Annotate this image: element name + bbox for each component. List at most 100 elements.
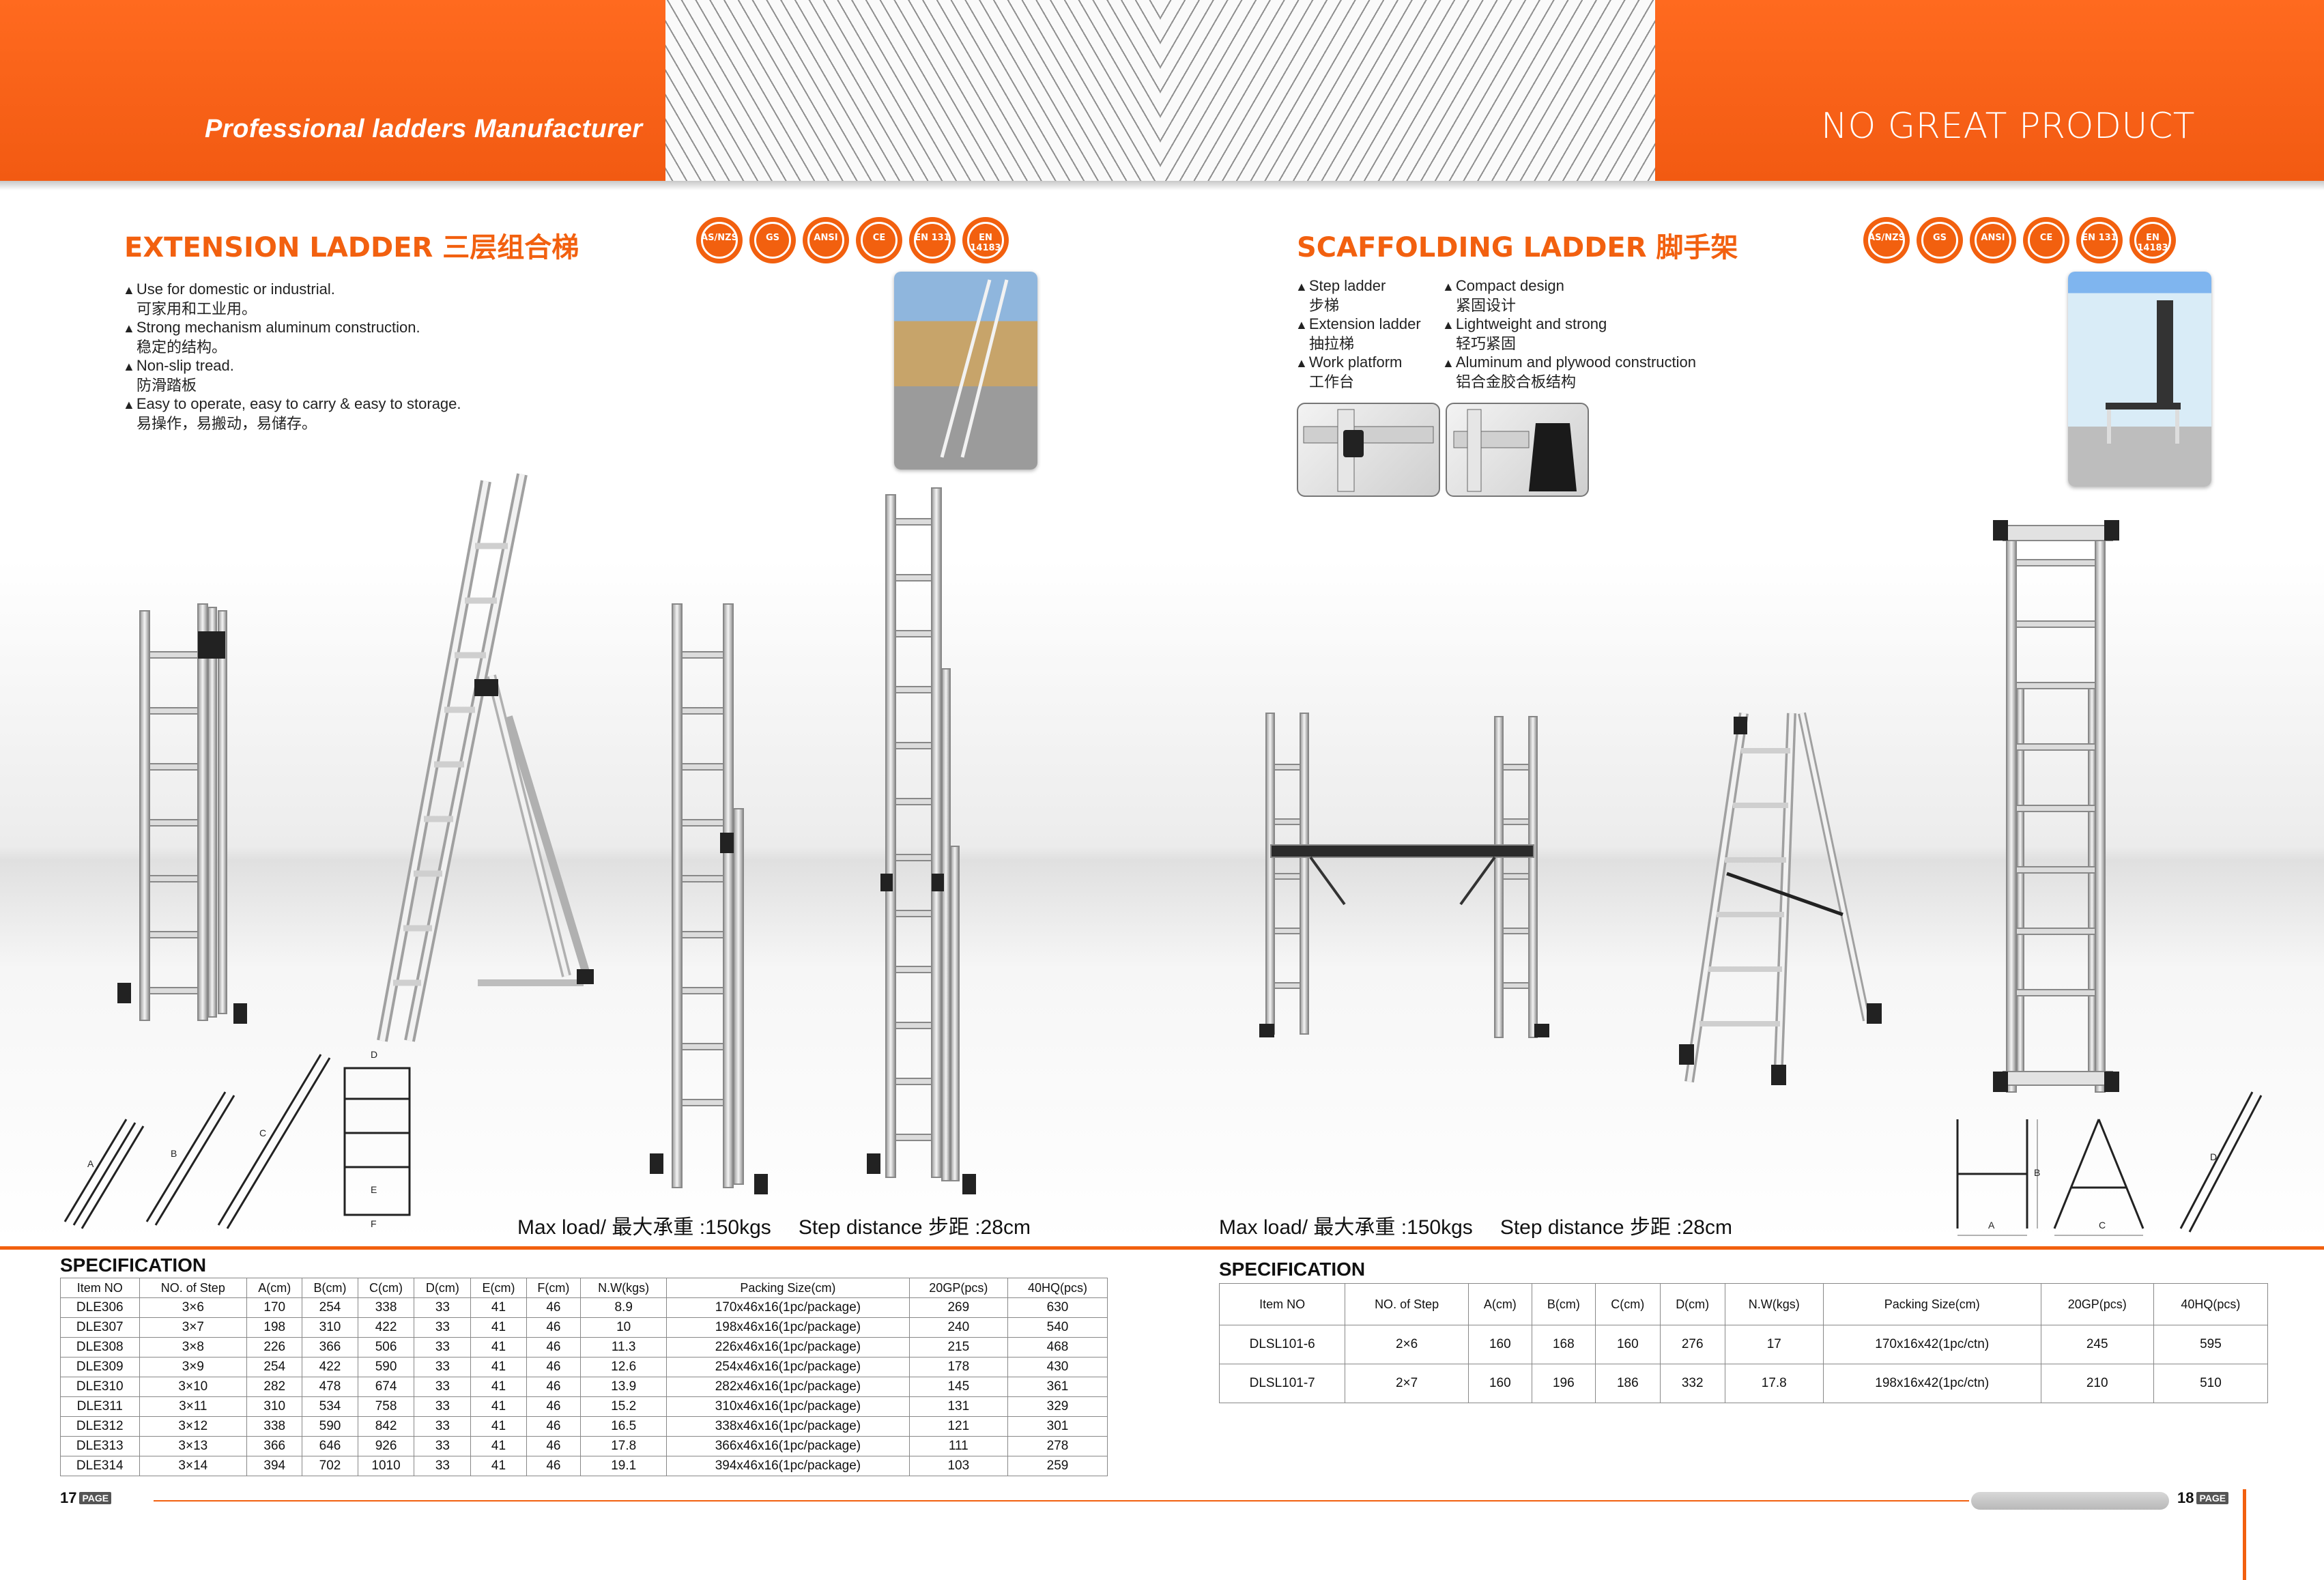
page-tag: PAGE [2196,1492,2229,1504]
table-cell: 310 [246,1396,303,1417]
table-cell: 338x46x16(1pc/package) [666,1416,910,1437]
table-cell: 245 [2040,1325,2154,1364]
extension-dimension-labels: A B C D E F [87,1049,377,1229]
cert-badge-icon: CE [856,217,902,263]
table-cell: 17.8 [580,1436,668,1456]
column-header: Item NO [60,1278,140,1298]
dim-label-a: A [87,1158,94,1169]
table-cell: 646 [302,1436,358,1456]
table-cell: 478 [302,1377,358,1397]
table-cell: 11.3 [580,1337,668,1358]
triangle-bullet-icon: ▲ [123,360,135,373]
header-left-band [0,0,665,181]
photo-scaffold-drawing [2106,300,2181,444]
table-cell: 430 [1007,1357,1108,1377]
page-number: 17 [60,1489,77,1506]
triangle-bullet-icon: ▲ [1295,280,1308,293]
table-cell: 46 [526,1297,582,1318]
table-cell: 3×14 [139,1456,248,1476]
table-cell: 226x46x16(1pc/package) [666,1337,910,1358]
dim-label-c: C [2099,1220,2106,1231]
feature-item-cn: 紧固设计 [1456,297,1517,314]
table-cell: 310x46x16(1pc/package) [666,1396,910,1417]
table-cell: 926 [357,1436,415,1456]
max-load-label: Max load/ 最大承重 :150kgs [1219,1216,1473,1239]
column-header: D(cm) [1659,1283,1725,1325]
table-cell: 394x46x16(1pc/package) [666,1456,910,1476]
scaffolding-features-col1: ▲Step ladder 步梯 ▲Extension ladder 抽拉梯 ▲W… [1295,276,1421,391]
column-header: C(cm) [1594,1283,1661,1325]
table-cell: 3×9 [139,1357,248,1377]
table-cell: 329 [1007,1396,1108,1417]
page-number-left: 17 PAGE [60,1489,112,1507]
table-cell: 111 [908,1436,1008,1456]
studio-backdrop [0,560,2324,1242]
feature-item-cn: 工作台 [1309,373,1355,390]
cert-badge-icon: AS/NZS [1863,217,1910,263]
table-cell: 3×8 [139,1337,248,1358]
table-cell: 394 [246,1456,303,1476]
table-cell: 145 [908,1377,1008,1397]
hinge-detail-drawing [1303,409,1434,492]
table-cell: 17.8 [1724,1364,1824,1403]
table-cell: 422 [357,1317,415,1338]
table-cell: 366 [302,1337,358,1358]
table-cell: DLE312 [60,1416,140,1437]
table-cell: DLE310 [60,1377,140,1397]
table-cell: 702 [302,1456,358,1476]
column-header: B(cm) [1531,1283,1596,1325]
table-cell: 506 [357,1337,415,1358]
cert-badge-icon: EN 131 [909,217,956,263]
header-slogan: NO GREAT PRODUCT [1821,106,2196,147]
section-divider [0,1246,2324,1250]
column-header: Packing Size(cm) [666,1278,910,1298]
table-cell: 178 [908,1357,1008,1377]
column-header: D(cm) [414,1278,472,1298]
feature-item: ▲Step ladder [1295,277,1386,294]
max-load-label: Max load/ 最大承重 :150kgs [517,1216,771,1239]
dim-label-d: D [2210,1151,2217,1162]
table-cell: 3×10 [139,1377,248,1397]
table-cell: 198x46x16(1pc/package) [666,1317,910,1338]
ladder-straight-short [650,603,768,1194]
feature-item-cn: 轻巧紧固 [1456,335,1517,352]
triangle-bullet-icon: ▲ [123,398,135,412]
table-cell: 41 [470,1456,527,1476]
table-cell: 46 [526,1337,582,1358]
table-cell: 33 [414,1357,472,1377]
header-stripe-pattern-right [1160,0,1655,181]
table-cell: 46 [526,1317,582,1338]
ladder-a-frame [377,473,594,1042]
table-cell: DLSL101-6 [1218,1325,1346,1364]
triangle-bullet-icon: ▲ [1442,318,1454,332]
feature-item-cn: 稳定的结构。 [137,339,227,356]
scaffold-extension-ladder [1993,520,2119,1093]
table-cell: 1010 [357,1456,415,1476]
table-cell: 332 [1659,1364,1725,1403]
certification-badges-left: AS/NZS GS ANSI CE EN 131 EN 14183 [696,217,1009,263]
scaffold-dimension-lines [1957,1119,2143,1236]
dim-label-d: D [371,1049,377,1060]
scaffold-dimension-labels: A B C D [1988,1151,2217,1231]
column-header: C(cm) [357,1278,415,1298]
table-cell: 121 [908,1416,1008,1437]
table-cell: 422 [302,1357,358,1377]
scaffolding-ladder-photo [2068,272,2211,487]
table-cell: 198x16x42(1pc/ctn) [1822,1364,2041,1403]
column-header: 20GP(pcs) [2040,1283,2154,1325]
table-cell: 534 [302,1396,358,1417]
dim-label-e: E [371,1184,377,1195]
table-cell: 240 [908,1317,1008,1338]
table-cell: 215 [908,1337,1008,1358]
cert-badge-icon: EN 131 [2076,217,2123,263]
table-cell: 3×12 [139,1416,248,1437]
table-cell: 41 [470,1337,527,1358]
page-tag: PAGE [79,1492,112,1504]
table-cell: 46 [526,1377,582,1397]
table-cell: 2×6 [1345,1325,1469,1364]
column-header: A(cm) [1467,1283,1532,1325]
page-number-right: 18 PAGE [2177,1489,2229,1507]
table-cell: 170x16x42(1pc/ctn) [1822,1325,2041,1364]
